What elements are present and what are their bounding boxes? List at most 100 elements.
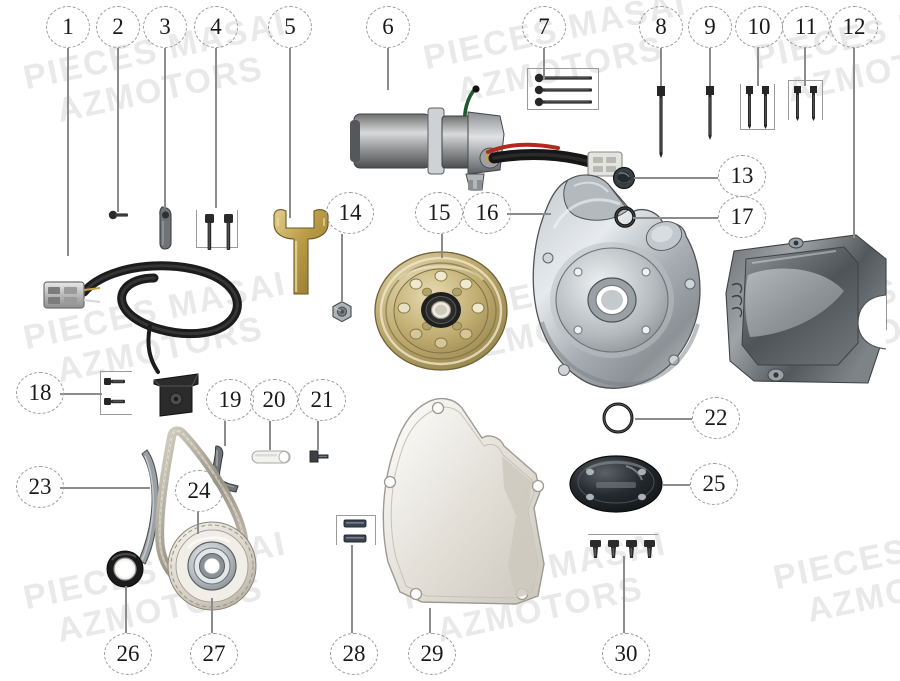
callout-27[interactable]: 27 xyxy=(190,633,238,675)
leader-line-12 xyxy=(853,48,855,238)
callout-label: 27 xyxy=(202,640,226,666)
part-22-o-ring-large xyxy=(600,400,636,436)
leader-line-30 xyxy=(623,556,625,633)
callout-7[interactable]: 7 xyxy=(522,6,566,48)
bracket-part-7 xyxy=(527,68,599,110)
callout-25[interactable]: 25 xyxy=(690,463,738,505)
callout-label: 4 xyxy=(210,13,222,39)
callout-24[interactable]: 24 xyxy=(175,470,223,512)
callout-29[interactable]: 29 xyxy=(408,633,456,675)
part-1-pickup-coil xyxy=(148,372,204,420)
callout-16[interactable]: 16 xyxy=(463,192,511,234)
bracket-part-28 xyxy=(336,515,376,545)
part-21-short-bolt xyxy=(307,448,331,464)
callout-21[interactable]: 21 xyxy=(298,379,346,421)
part-9-medium-bolt xyxy=(702,84,718,142)
part-25-inspection-cap xyxy=(568,452,664,516)
callout-label: 21 xyxy=(310,386,334,412)
callout-label: 1 xyxy=(62,13,74,39)
callout-label: 25 xyxy=(702,470,726,496)
part-28-woodruff-key-set xyxy=(342,518,372,546)
leader-line-25 xyxy=(662,484,690,486)
leader-line-27 xyxy=(211,598,213,633)
callout-6[interactable]: 6 xyxy=(366,6,410,48)
callout-label: 19 xyxy=(218,386,242,412)
leader-line-15 xyxy=(441,234,443,258)
leader-line-5 xyxy=(289,48,291,218)
callout-19[interactable]: 19 xyxy=(206,379,254,421)
callout-label: 8 xyxy=(655,13,667,39)
callout-label: 24 xyxy=(187,477,211,503)
callout-26[interactable]: 26 xyxy=(104,633,152,675)
callout-label: 10 xyxy=(747,13,771,39)
leader-line-16 xyxy=(507,213,551,215)
bracket-part-30 xyxy=(588,534,658,556)
part-16-stator-cover xyxy=(524,172,718,398)
part-13-crank-nut xyxy=(612,166,636,190)
callout-5[interactable]: 5 xyxy=(268,6,312,48)
callout-12[interactable]: 12 xyxy=(830,6,878,48)
callout-15[interactable]: 15 xyxy=(415,192,463,234)
watermark-line-2: AZMOTORS xyxy=(53,49,267,130)
part-27-drive-sprocket-bearing xyxy=(166,520,258,612)
callout-label: 13 xyxy=(730,162,754,188)
callout-11[interactable]: 11 xyxy=(782,6,830,48)
part-10-bolt-pair xyxy=(744,84,772,130)
leader-line-14 xyxy=(341,234,343,302)
leader-line-6 xyxy=(387,48,389,90)
callout-label: 2 xyxy=(112,13,124,39)
leader-line-20 xyxy=(269,421,271,450)
leader-line-8 xyxy=(660,48,662,86)
callout-1[interactable]: 1 xyxy=(46,6,90,48)
leader-line-21 xyxy=(317,421,319,450)
callout-label: 20 xyxy=(262,386,286,412)
callout-17[interactable]: 17 xyxy=(718,196,766,238)
part-3-wire-clip xyxy=(155,205,177,251)
callout-22[interactable]: 22 xyxy=(692,397,740,439)
leader-line-1 xyxy=(67,48,69,256)
callout-10[interactable]: 10 xyxy=(735,6,783,48)
callout-label: 14 xyxy=(338,199,362,225)
callout-8[interactable]: 8 xyxy=(639,6,683,48)
callout-label: 30 xyxy=(614,640,638,666)
part-6-starter-motor xyxy=(348,85,638,196)
callout-label: 3 xyxy=(159,13,171,39)
leader-line-13 xyxy=(634,177,718,179)
callout-label: 26 xyxy=(116,640,140,666)
callout-label: 5 xyxy=(284,13,296,39)
callout-13[interactable]: 13 xyxy=(718,155,766,197)
leader-line-2 xyxy=(117,48,119,212)
part-4-bolt-pair xyxy=(203,212,237,254)
callout-label: 12 xyxy=(842,13,866,39)
leader-line-19 xyxy=(224,421,226,446)
leader-line-28 xyxy=(351,545,353,633)
callout-4[interactable]: 4 xyxy=(194,6,238,48)
part-7-long-bolt-set xyxy=(533,73,595,107)
bracket-part-10 xyxy=(740,84,775,130)
leader-line-9 xyxy=(709,48,711,86)
part-26-oil-seal xyxy=(104,548,146,590)
callout-23[interactable]: 23 xyxy=(16,466,64,508)
leader-line-4 xyxy=(215,48,217,208)
callout-label: 23 xyxy=(28,473,52,499)
callout-20[interactable]: 20 xyxy=(250,379,298,421)
callout-28[interactable]: 28 xyxy=(330,633,378,675)
watermark-line-1: PIECES MASAI xyxy=(770,504,900,598)
callout-label: 28 xyxy=(342,640,366,666)
callout-30[interactable]: 30 xyxy=(602,633,650,675)
callout-2[interactable]: 2 xyxy=(96,6,140,48)
callout-3[interactable]: 3 xyxy=(143,6,187,48)
callout-label: 7 xyxy=(538,13,550,39)
callout-label: 6 xyxy=(382,13,394,39)
callout-label: 15 xyxy=(427,199,451,225)
part-29-cover-gasket xyxy=(376,396,562,614)
callout-18[interactable]: 18 xyxy=(16,372,64,414)
callout-14[interactable]: 14 xyxy=(326,192,374,234)
leader-line-24 xyxy=(197,512,199,534)
callout-9[interactable]: 9 xyxy=(688,6,732,48)
leader-line-10 xyxy=(757,48,759,86)
callout-label: 16 xyxy=(475,199,499,225)
part-15-flywheel-rotor xyxy=(373,250,509,372)
part-18-screw-pair xyxy=(102,376,132,412)
